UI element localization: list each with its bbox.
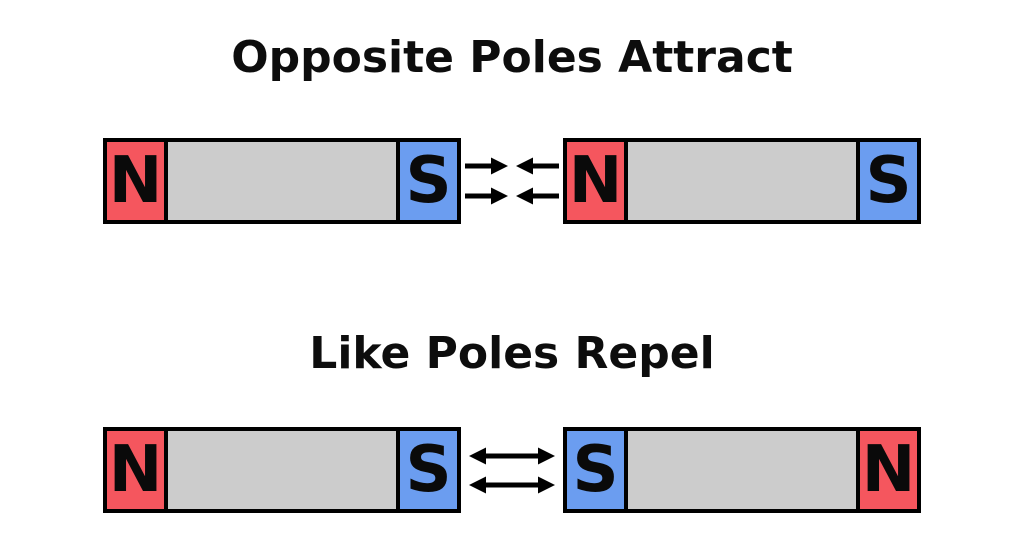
repel-arrows-icon [469,447,555,494]
magnet-body [628,142,856,220]
north-pole-label: N [567,142,628,220]
north-pole-label: N [856,431,917,509]
magnet-repel-right: S N [563,427,921,513]
section-title-repel: Like Poles Repel [309,328,715,379]
attract-arrows-icon [465,157,559,205]
north-pole-label: N [107,431,168,509]
section-title-attract: Opposite Poles Attract [231,32,793,83]
south-pole-label: S [396,431,457,509]
north-pole-label: N [107,142,168,220]
magnet-attract-right: N S [563,138,921,224]
south-pole-label: S [856,142,917,220]
south-pole-label: S [396,142,457,220]
magnet-body [168,431,396,509]
magnet-attract-left: N S [103,138,461,224]
magnet-repel-left: N S [103,427,461,513]
magnet-body [628,431,856,509]
magnet-body [168,142,396,220]
south-pole-label: S [567,431,628,509]
